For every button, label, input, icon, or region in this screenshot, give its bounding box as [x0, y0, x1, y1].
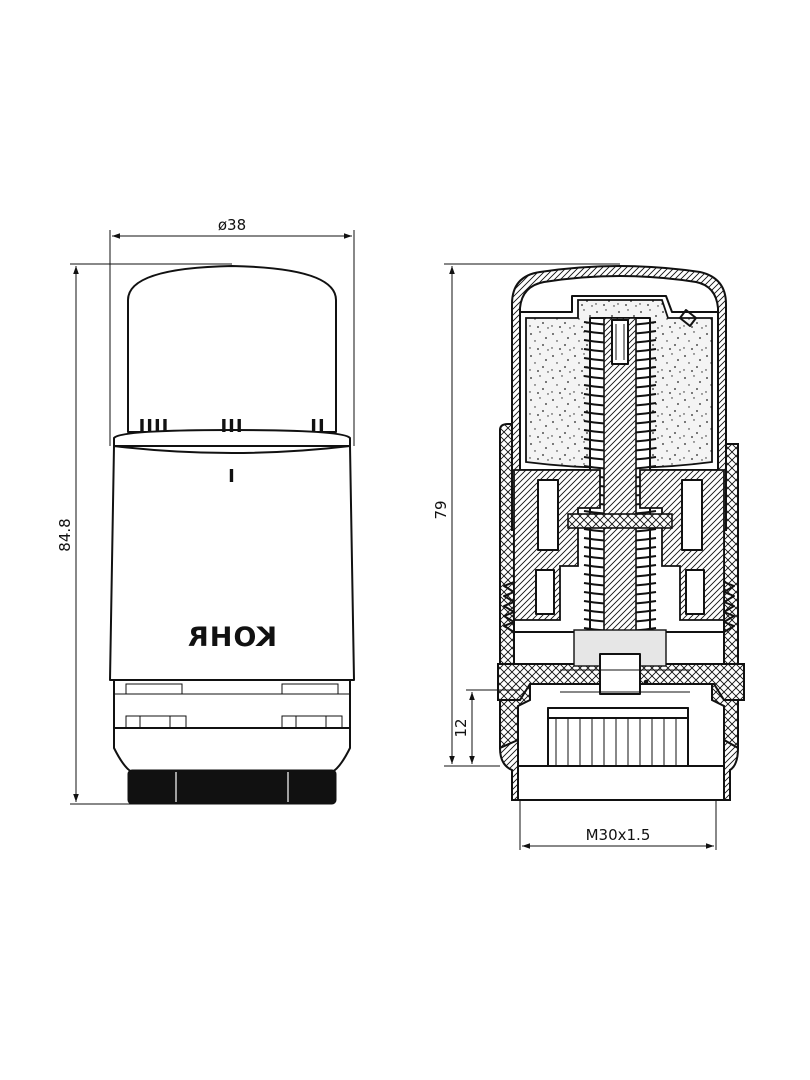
- dimension-diameter-label: ø38: [218, 216, 246, 234]
- serration-left: [503, 581, 515, 633]
- knurled-nut: [127, 769, 337, 805]
- insert-ribs: [555, 718, 677, 766]
- center-stem: [603, 317, 637, 679]
- base-cone: [113, 727, 351, 773]
- dimension-diameter: ø38: [109, 216, 355, 446]
- serration-right: [723, 581, 735, 633]
- threaded-nut: [498, 738, 519, 801]
- base-sleeve: [517, 765, 725, 801]
- scale-mark-right: II: [310, 416, 325, 437]
- dimension-connection-height: 12: [452, 689, 520, 767]
- scale-mark-left: IIII: [139, 416, 170, 437]
- dimension-section-height: 79: [432, 263, 620, 767]
- brand-logo: KOHR: [187, 622, 277, 653]
- cross-pin: [567, 513, 673, 529]
- section-view: [497, 265, 745, 801]
- exterior-view: IIII III II I KOHR: [109, 265, 355, 805]
- dome-cap: [127, 265, 337, 433]
- main-body: [109, 445, 355, 681]
- dimension-total-height-label: 84.8: [56, 518, 74, 551]
- setting-indicator: I: [228, 466, 236, 487]
- valve-pin: [599, 653, 641, 695]
- scale-mark-middle: III: [220, 416, 243, 437]
- dimension-connection-height-label: 12: [452, 718, 470, 737]
- dimension-thread: M30x1.5: [519, 800, 717, 850]
- lower-band: [113, 679, 351, 729]
- dimension-section-height-label: 79: [432, 500, 450, 519]
- collar-ring: [113, 429, 351, 447]
- dimension-total-height: 84.8: [56, 263, 232, 805]
- dimension-thread-label: M30x1.5: [586, 826, 651, 844]
